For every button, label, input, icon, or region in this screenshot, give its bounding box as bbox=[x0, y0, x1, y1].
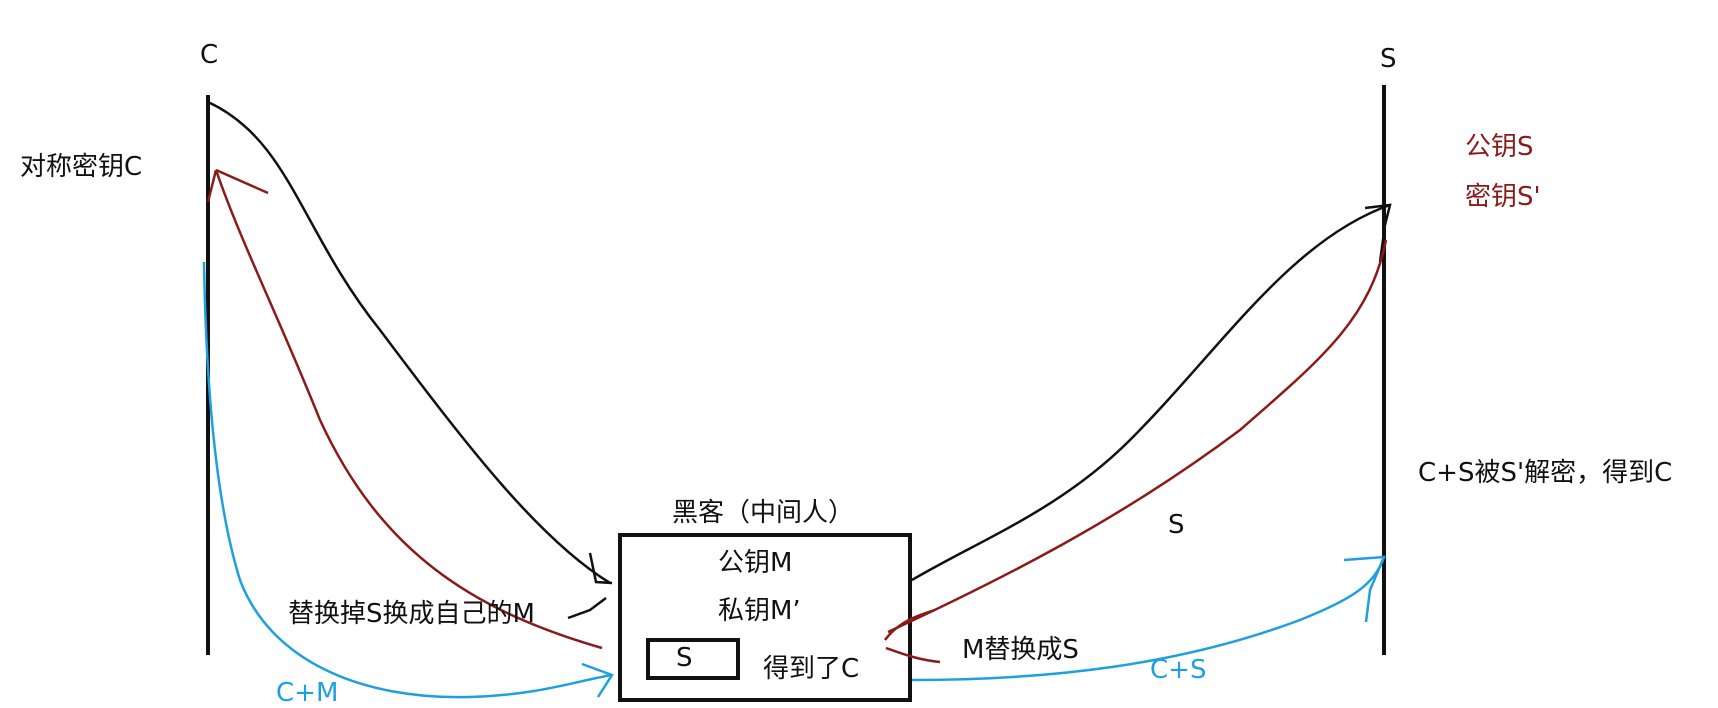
black-arrowhead-right bbox=[1364, 203, 1392, 263]
decrypt-label: C+S被S'解密，得到C bbox=[1418, 458, 1673, 488]
black-curve-right bbox=[911, 203, 1391, 582]
red-arrowhead-left bbox=[206, 168, 269, 203]
replace-right-label: M替换成S bbox=[962, 635, 1079, 665]
hacker-private-key: 私钥M’ bbox=[718, 596, 801, 626]
c-plus-s-label: C+S bbox=[1150, 655, 1207, 685]
replace-left-label: 替换掉S换成自己的M bbox=[288, 599, 535, 629]
hacker-box bbox=[618, 533, 912, 702]
red-curve-left bbox=[214, 169, 603, 650]
inner-s-box bbox=[646, 638, 740, 680]
blue-arrowhead-left bbox=[581, 662, 614, 698]
blue-curve-right bbox=[911, 556, 1386, 682]
inner-s-label: S bbox=[676, 643, 693, 673]
server-private-key-label: 密钥S' bbox=[1465, 182, 1541, 212]
blue-arrowhead-right bbox=[1343, 555, 1386, 623]
s-mid-label: S bbox=[1168, 510, 1185, 540]
black-curve-left bbox=[207, 100, 611, 585]
server-public-key-label: 公钥S bbox=[1465, 132, 1534, 162]
black-arrowhead-left bbox=[567, 552, 613, 620]
server-label: S bbox=[1380, 44, 1397, 74]
hacker-public-key: 公钥M bbox=[718, 548, 793, 578]
symmetric-key-label: 对称密钥C bbox=[20, 152, 143, 182]
c-plus-m-label: C+M bbox=[276, 678, 339, 708]
blue-curve-left bbox=[202, 261, 613, 699]
red-tick-right bbox=[884, 608, 941, 664]
got-c-label: 得到了C bbox=[763, 654, 860, 684]
red-curve-right bbox=[887, 239, 1388, 634]
hacker-title: 黑客（中间人） bbox=[672, 498, 855, 528]
client-label: C bbox=[200, 40, 219, 70]
